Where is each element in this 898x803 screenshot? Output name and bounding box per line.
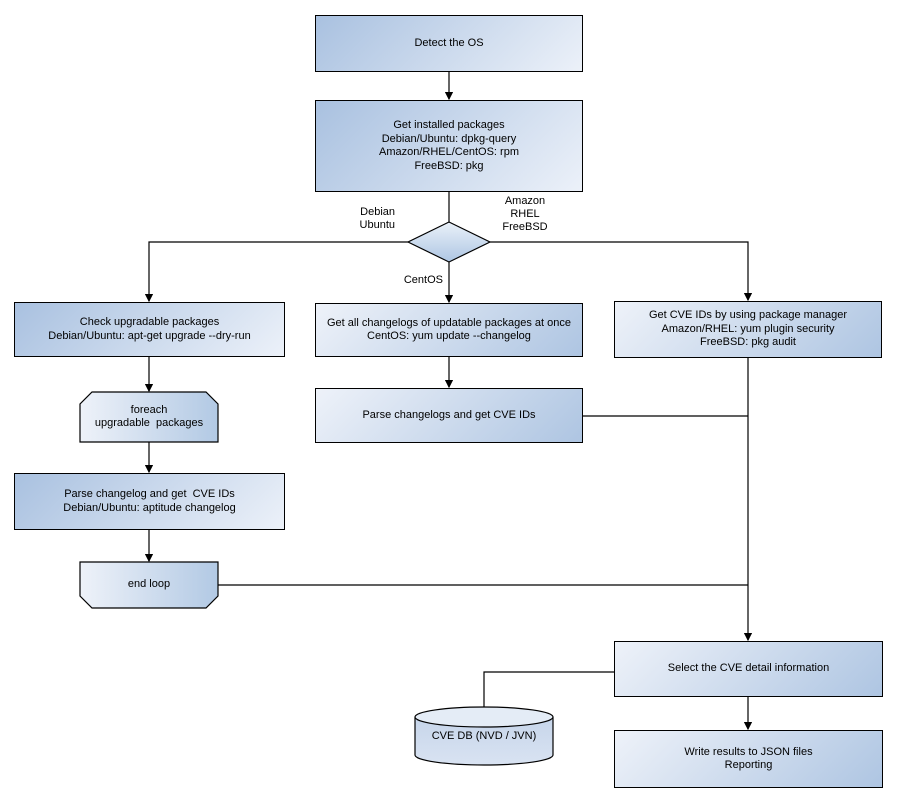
node-detect-os: Detect the OS xyxy=(315,15,583,72)
node-parse-changelog-debian: Parse changelog and get CVE IDs Debian/U… xyxy=(14,473,285,530)
cve-db-cylinder-top xyxy=(414,706,554,728)
node-check-upgradable-packages: Check upgradable packages Debian/Ubuntu:… xyxy=(14,302,285,357)
node-get-installed-packages: Get installed packages Debian/Ubuntu: dp… xyxy=(315,100,583,192)
edge-label-centos: CentOS xyxy=(403,274,443,286)
node-parse-changelogs-centos: Parse changelogs and get CVE IDs xyxy=(315,388,583,443)
node-get-cve-ids-pkg-manager: Get CVE IDs by using package manager Ama… xyxy=(614,301,882,358)
os-decision-diamond xyxy=(406,221,492,263)
edge-diamond-to-amazon-branch xyxy=(490,241,753,302)
edge-cvedb-to-select xyxy=(483,671,614,707)
edge-label-amazon-rhel-freebsd: Amazon RHEL FreeBSD xyxy=(502,195,548,233)
node-get-all-changelogs: Get all changelogs of updatable packages… xyxy=(315,303,583,357)
cve-db-cylinder-body xyxy=(414,717,554,766)
foreach-shape xyxy=(79,391,219,443)
node-select-cve-detail: Select the CVE detail information xyxy=(614,641,883,697)
edge-diamond-to-debian-branch xyxy=(144,241,408,303)
end-loop-shape xyxy=(79,561,219,609)
node-write-results: Write results to JSON files Reporting xyxy=(614,730,883,788)
edge-label-debian-ubuntu: Debian Ubuntu xyxy=(359,206,395,231)
